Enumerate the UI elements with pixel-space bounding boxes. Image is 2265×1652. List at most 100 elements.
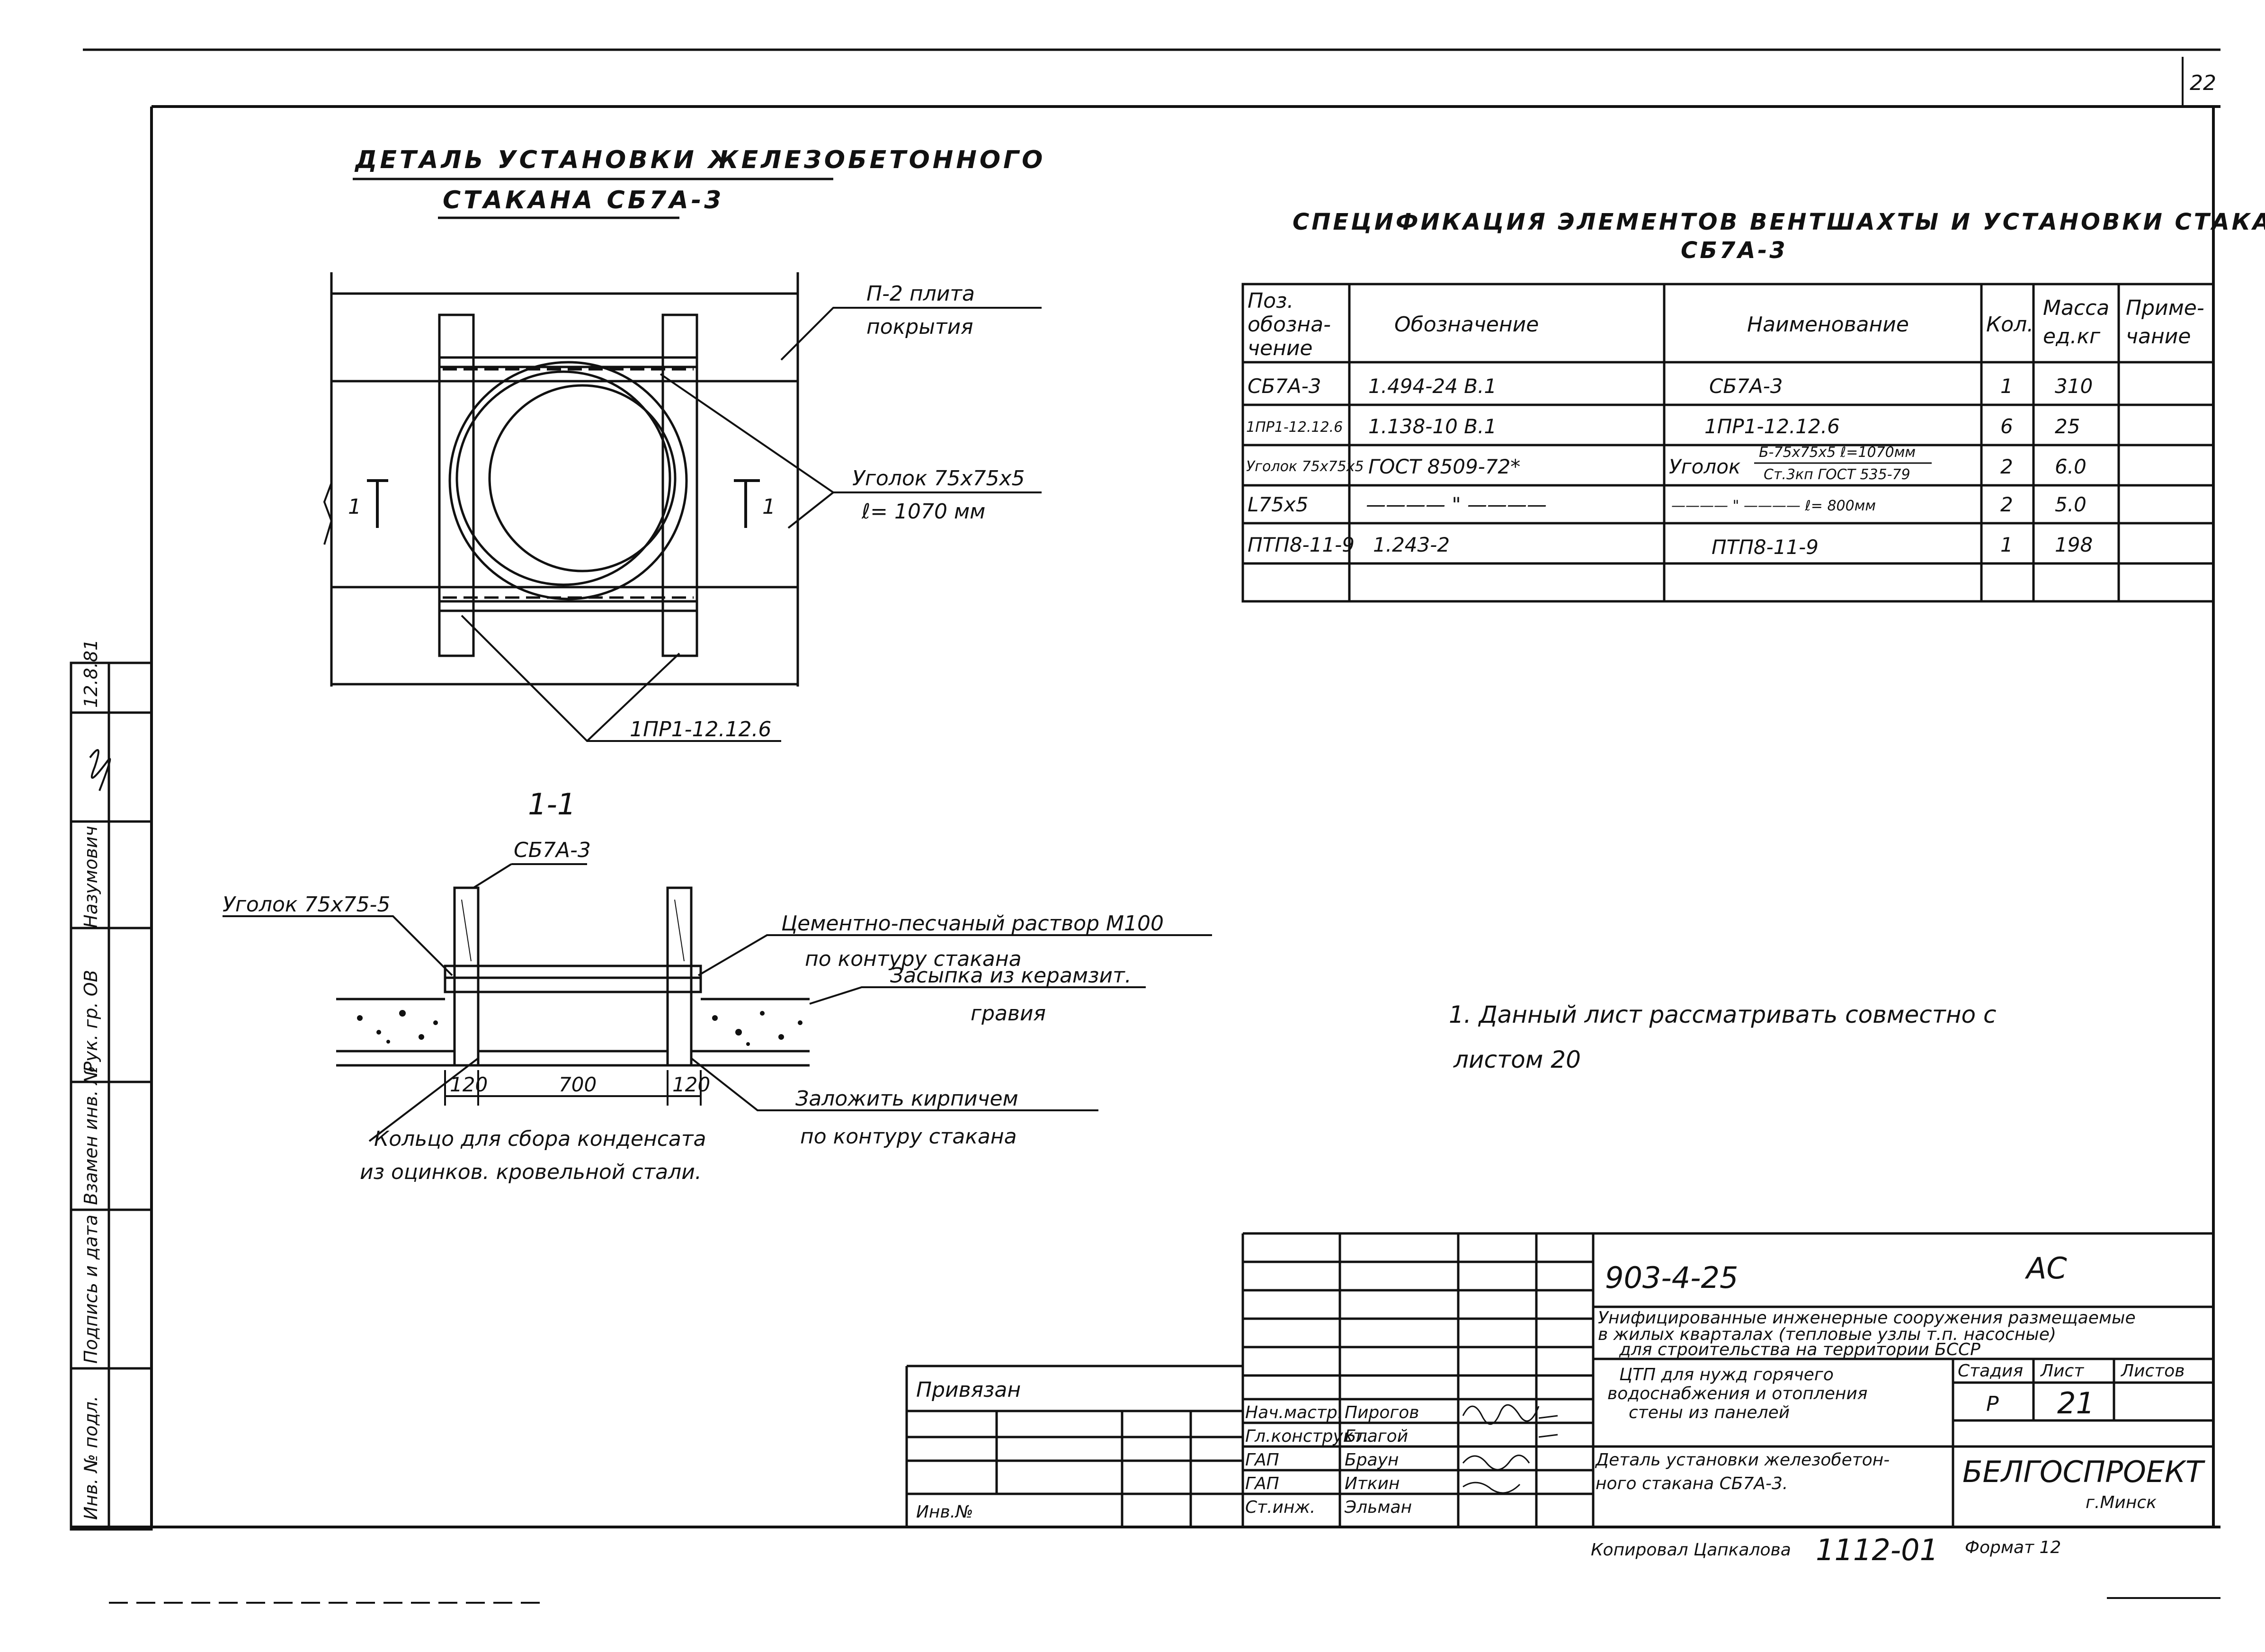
stamp-inv-orig: Инв. № подл.: [80, 1396, 101, 1520]
spec-row-pos: L75x5: [1248, 493, 1308, 516]
cut-mark-right: 1: [762, 495, 776, 519]
spec-row-qty: 2: [2000, 455, 2013, 478]
section-leaders: [223, 915, 1212, 1142]
tb-role: ГАП: [1245, 1450, 1279, 1470]
label-panel: 1ПР1-12.12.6: [630, 717, 771, 741]
section-dimensions: [444, 1070, 702, 1106]
spec-row-name: ПТП8-11-9: [1712, 536, 1819, 559]
spec-row-name: 1ПР1-12.12.6: [1704, 415, 1840, 438]
tb-mark: АС: [2024, 1251, 2067, 1286]
tb-sheet-header: Лист: [2040, 1361, 2084, 1381]
stamp-sign-date: Подпись и дата: [80, 1214, 101, 1364]
section-angle-label: Уголок 75х75-5: [223, 893, 390, 917]
label-angle: Уголок 75x75x5: [852, 466, 1025, 491]
section-cut-marks: [323, 479, 760, 545]
section-glass-label: СБ7А-3: [514, 838, 591, 862]
spec-row-name: СБ7А-3: [1709, 375, 1783, 398]
spec-head-mass2: ед.кг: [2043, 324, 2101, 348]
section-mortar-label2: по контуру стакана: [805, 947, 1022, 971]
spec-head-pos3: чение: [1248, 336, 1313, 360]
signature-mark: [89, 749, 111, 791]
note-line2: листом 20: [1453, 1046, 1581, 1073]
tb-role-name: Эльман: [1344, 1498, 1412, 1517]
tb-sheets-header: Листов: [2120, 1361, 2185, 1381]
fill-hatching: [357, 1010, 803, 1046]
label-slab2: покрытия: [866, 315, 973, 339]
tb-desc3: для строительства на территории БССР: [1619, 1340, 1980, 1359]
spec-title-line2: СБ7А-3: [1681, 237, 1788, 264]
tb-role: ГАП: [1245, 1474, 1279, 1493]
spec-title-line1: СПЕЦИФИКАЦИЯ ЭЛЕМЕНТОВ ВЕНТШАХТЫ И УСТАН…: [1293, 209, 2265, 235]
spec-table-grid: [1241, 283, 2215, 603]
note-line1: 1. Данный лист рассматривать совместно с: [1449, 1001, 1997, 1028]
tb-role-name: Благой: [1345, 1427, 1408, 1446]
spec-row-pos: ПТП8-11-9: [1248, 533, 1355, 556]
tb-obj2: водоснабжения и отопления: [1607, 1384, 1868, 1403]
tb-org: БЕЛГОСПРОЕКТ: [1962, 1455, 2205, 1489]
section-title: 1-1: [528, 787, 576, 822]
spec-head-note1: Приме-: [2126, 296, 2204, 320]
dim-left: 120: [450, 1073, 488, 1096]
label-slab: П-2 плита: [866, 282, 975, 306]
side-stamp: [70, 661, 153, 1531]
spec-row-name: ———— " ———— ℓ= 800мм: [1671, 498, 1876, 514]
stamp-surname: Назумович: [80, 826, 101, 928]
spec-head-pos1: Поз.: [1248, 289, 1293, 313]
spec-row-pos: СБ7А-3: [1248, 375, 1321, 398]
tb-copy-no: 1112-01: [1816, 1533, 1938, 1567]
tb-format: Формат 12: [1965, 1538, 2061, 1557]
tb-obj1: ЦТП для нужд горячего: [1619, 1365, 1834, 1384]
cut-mark-left: 1: [348, 495, 361, 519]
spec-head-pos2: обозна-: [1248, 313, 1331, 337]
sheet-frame: [71, 48, 2220, 1604]
section-view: [336, 886, 810, 1067]
spec-row-designation: ГОСТ 8509-72*: [1368, 455, 1520, 478]
dim-right: 120: [672, 1073, 710, 1096]
stamp-replace: Взамен инв. №: [80, 1066, 101, 1205]
spec-row-pos: 1ПР1-12.12.6: [1246, 419, 1343, 436]
tb-role-name: Иткин: [1345, 1474, 1400, 1493]
tb-desc2: в жилых кварталах (тепловые узлы т.п. на…: [1598, 1325, 2056, 1344]
spec-row-qty: 2: [2000, 493, 2013, 516]
spec-head-mass1: Масса: [2043, 296, 2109, 320]
detail-title-line1: ДЕТАЛЬ УСТАНОВКИ ЖЕЛЕЗОБЕТОННОГО: [354, 146, 1045, 174]
spec-head-note2: чание: [2126, 324, 2191, 348]
tb-desc1: Унифицированные инженерные сооружения ра…: [1598, 1308, 2136, 1328]
plan-view: [330, 272, 799, 687]
label-angle-length: ℓ= 1070 мм: [861, 500, 985, 524]
title-block-grid: [905, 1232, 2213, 1527]
spec-head-designation: Обозначение: [1394, 313, 1539, 337]
spec-row-pos: Уголок 75х75х5: [1246, 458, 1364, 475]
stamp-date: 12.8.81: [80, 639, 101, 708]
spec-head-qty: Кол.: [1986, 313, 2033, 337]
spec-row-designation: 1.494-24 В.1: [1368, 375, 1497, 398]
tb-sheet-title2: ного стакана СБ7А-3.: [1596, 1474, 1788, 1493]
plan-leaders: [461, 307, 1042, 742]
spec-row-qty: 1: [2000, 533, 2013, 556]
tb-obj3: стены из панелей: [1629, 1403, 1790, 1422]
tb-code: 903-4-25: [1605, 1260, 1738, 1295]
spec-row-name-bottom: Ст.3кп ГОСТ 535-79: [1764, 466, 1910, 483]
spec-head-name: Наименование: [1747, 313, 1909, 337]
spec-row-mass: 25: [2055, 415, 2080, 438]
tb-role: Гл.конструкт.: [1245, 1427, 1369, 1446]
section-mortar-label1: Цементно-песчаный раствор М100: [781, 911, 1164, 936]
page-number: 22: [2190, 71, 2216, 95]
tb-stage: Р: [1986, 1392, 1999, 1416]
tb-role-name: Пирогов: [1345, 1403, 1419, 1422]
tb-role-name: Браун: [1345, 1450, 1399, 1470]
spec-row-designation: 1.138-10 В.1: [1368, 415, 1497, 438]
section-fill-label2: гравия: [971, 1001, 1046, 1026]
spec-row-mass: 5.0: [2055, 493, 2087, 516]
spec-row-name-top: Б-75х75х5 ℓ=1070мм: [1759, 444, 1916, 461]
section-brick-label1: Заложить кирпичем: [795, 1087, 1018, 1111]
tb-role: Ст.инж.: [1245, 1498, 1315, 1517]
stamp-head: Рук. гр. ОВ: [80, 970, 101, 1072]
spec-row-name: Уголок: [1669, 455, 1741, 478]
tb-sheet: 21: [2057, 1386, 2095, 1420]
tb-inv: Инв.№: [916, 1502, 973, 1522]
spec-row-qty: 1: [2000, 375, 2013, 398]
detail-title-line2: СТАКАНА СБ7А-3: [443, 186, 724, 214]
